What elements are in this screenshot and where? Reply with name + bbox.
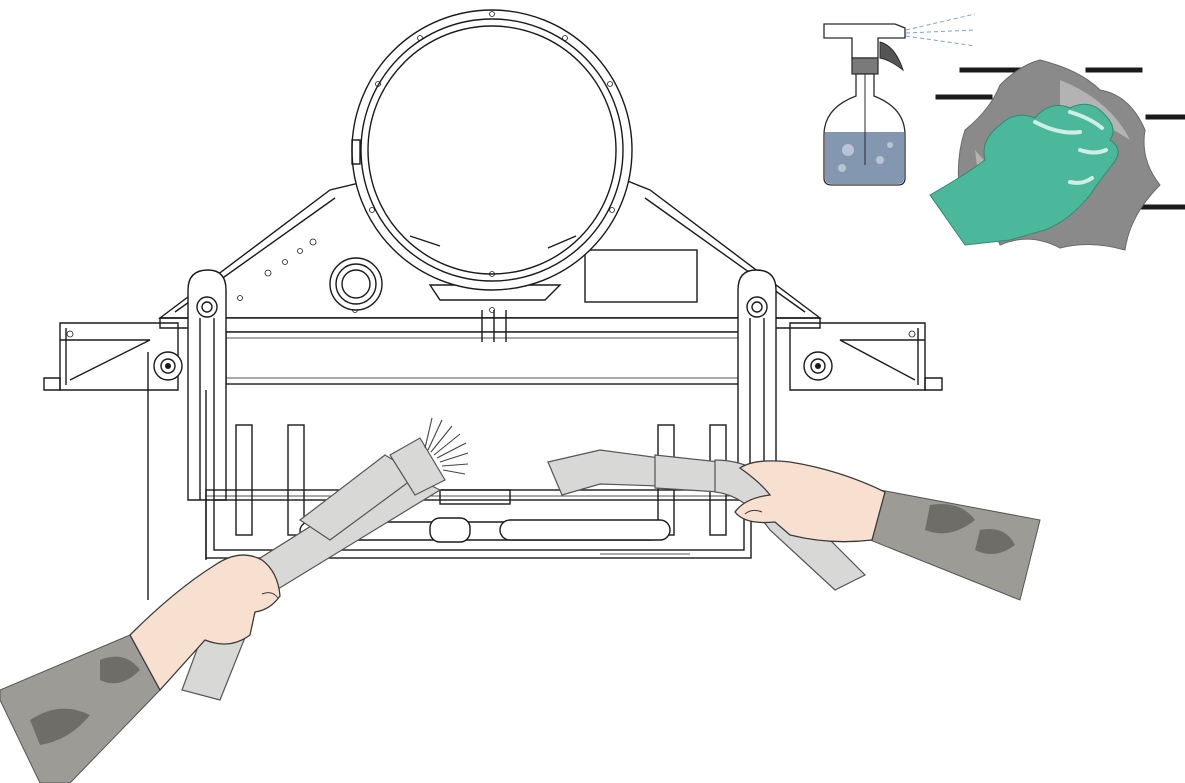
left-port [329, 257, 383, 311]
brush-bristles [424, 417, 469, 475]
glove-wipe-icon [929, 59, 1185, 251]
upper-crossbar [211, 310, 773, 385]
right-hand [734, 460, 886, 543]
machine-drawing [43, 9, 943, 600]
left-wing-frame [43, 322, 179, 391]
left-sleeve [0, 634, 161, 783]
left-hand [129, 554, 281, 692]
left-vacuum-brush-tool [0, 417, 469, 783]
left-vertical-arm [187, 269, 227, 501]
spray-bottle-icon [823, 13, 976, 186]
right-vertical-arm [737, 269, 777, 501]
left-reel [153, 351, 183, 381]
lower-frame [147, 352, 752, 600]
right-vacuum-crevice-tool [547, 449, 1041, 601]
green-glove [929, 103, 1119, 246]
right-wing-frame [789, 322, 943, 391]
drum-ring [351, 9, 633, 301]
right-reel [803, 351, 833, 381]
